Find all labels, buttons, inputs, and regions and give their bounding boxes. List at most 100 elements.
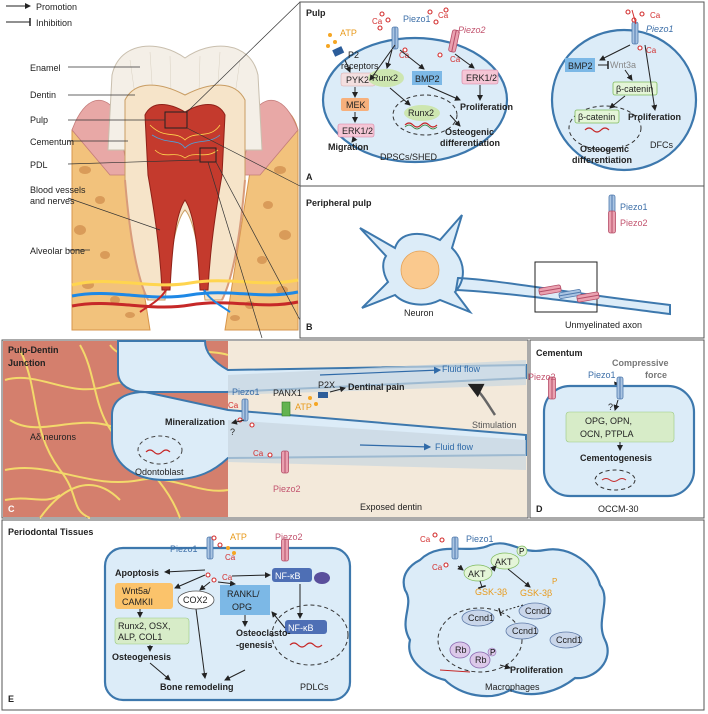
- label-alveolar-bone: Alveolar bone: [30, 246, 85, 256]
- dpsc-ca-label: Ca: [372, 17, 383, 26]
- dpsc-erk-left: ERK1/2: [342, 126, 373, 136]
- akt-2: AKT: [495, 557, 513, 567]
- dfc-differentiation: differentiation: [572, 155, 632, 165]
- dpsc-erk-right: ERK1/2: [466, 73, 497, 83]
- mek-label: MEK: [346, 100, 366, 110]
- label-pdl: PDL: [30, 160, 48, 170]
- akt-phospho: P: [519, 547, 524, 556]
- panel-c: Fluid flow Odontoblast Fluid flow Pulp-D…: [1, 339, 529, 519]
- pdlc-piezo2-label: Piezo2: [275, 532, 303, 542]
- label-pulp: Pulp: [30, 115, 48, 125]
- beta-catenin-top: β-catenin: [616, 84, 653, 94]
- ccnd1-a: Ccnd1: [525, 606, 551, 616]
- dpsc-bmp2: BMP2: [415, 74, 440, 84]
- dfc-piezo1-channel: [631, 21, 639, 45]
- legend: Promotion Inhibition: [6, 2, 77, 28]
- rb-phospho: P: [490, 648, 495, 657]
- dfc-proliferation: Proliferation: [628, 112, 681, 122]
- axon-label: Unmyelinated axon: [565, 320, 642, 330]
- panel-d-piezo1: Piezo1: [588, 370, 616, 380]
- panel-d-question: ?: [608, 402, 613, 412]
- dpsc-ca-label-2: Ca: [438, 11, 449, 20]
- runx2-top: Runx2: [372, 73, 398, 83]
- mineralization-label: Mineralization: [165, 417, 225, 427]
- legend-piezo1: Piezo1: [620, 202, 648, 212]
- panel-c-question: ?: [230, 427, 235, 437]
- fluid-flow-bottom: Fluid flow: [435, 442, 474, 452]
- panx1-label: PANX1: [273, 388, 302, 398]
- a-delta-neurons: Aδ neurons: [30, 432, 77, 442]
- dpsc-osteogenic: Osteogenic: [445, 127, 494, 137]
- panel-a-letter: A: [306, 172, 313, 182]
- osteogenesis: Osteogenesis: [112, 652, 171, 662]
- exposed-dentin: Exposed dentin: [360, 502, 422, 512]
- alp-col1: ALP, COL1: [118, 632, 162, 642]
- odontoblast-piezo1: [241, 398, 249, 422]
- macrophage-label: Macrophages: [485, 682, 540, 692]
- stimulation-label: Stimulation: [472, 420, 517, 430]
- bone-remodeling: Bone remodeling: [160, 682, 234, 692]
- dfc-osteogenic: Osteogenic: [580, 144, 629, 154]
- panel-c-ca-2: Ca: [253, 449, 264, 458]
- neuron-nucleus: [400, 250, 440, 290]
- ccnd1-c: Ccnd1: [556, 635, 582, 645]
- legend-inhibition: Inhibition: [36, 18, 72, 28]
- dfc-ca-inner: Ca: [646, 46, 657, 55]
- proteins-line2: OCN, PTPLA: [580, 429, 634, 439]
- runx2-nucleus: Runx2: [408, 108, 434, 118]
- dfc-nucleus: [568, 105, 642, 151]
- dpsc-ca-inner-2: Ca: [450, 55, 461, 64]
- migration-label: Migration: [328, 142, 369, 152]
- panel-b-letter: B: [306, 322, 313, 332]
- panel-d: Cementum Compressive force ? Piezo2 Piez…: [528, 339, 705, 519]
- neuron-label: Neuron: [404, 308, 434, 318]
- gsk-1: GSK-3β: [475, 587, 507, 597]
- legend-piezo2-icon: [608, 210, 616, 234]
- panel-c-letter: C: [8, 504, 15, 514]
- cementum-piezo1: [616, 376, 624, 400]
- tooth-illustration: [67, 1, 301, 339]
- mac-piezo1: [451, 536, 459, 560]
- mac-proliferation: Proliferation: [510, 665, 563, 675]
- panel-c-piezo2: Piezo2: [273, 484, 301, 494]
- rankl-line1: RANKL/: [227, 589, 260, 599]
- label-dentin: Dentin: [30, 90, 56, 100]
- gsk-phospho: P: [552, 577, 557, 586]
- nfkb-nucleus: NF-κB: [288, 623, 314, 633]
- neuron-shape: [359, 214, 671, 316]
- dentinal-pain: Dentinal pain: [348, 382, 405, 392]
- panel-e: Periodontal Tissues E Piezo1 Piezo2 ATP …: [1, 519, 705, 711]
- dfc-cell-label: DFCs: [650, 140, 673, 150]
- osteoclasto-1: Osteoclasto-: [236, 628, 291, 638]
- panel-c-ca: Ca: [228, 401, 239, 410]
- panel-b-title: Peripheral pulp: [306, 198, 372, 208]
- panel-d-title: Cementum: [536, 348, 583, 358]
- receptors-label: receptors: [341, 61, 379, 71]
- panel-c-title-1: Pulp-Dentin: [8, 345, 59, 355]
- rb-1: Rb: [455, 645, 467, 655]
- force-label: force: [645, 370, 667, 380]
- panel-a: Pulp A Piezo1 Piezo2 Ca Ca Ca Ca ATP P2 …: [299, 1, 705, 187]
- ccnd1-nucleus: Ccnd1: [468, 613, 494, 623]
- ccnd1-b: Ccnd1: [512, 626, 538, 636]
- dpsc-cell-label: DPSCs/SHED: [380, 152, 438, 162]
- nfkb-top: NF-κB: [275, 571, 301, 581]
- panel-c-piezo1: Piezo1: [232, 387, 260, 397]
- legend-promotion: Promotion: [36, 2, 77, 12]
- p2x-label: P2X: [318, 380, 335, 390]
- cementogenesis: Cementogenesis: [580, 453, 652, 463]
- dpsc-proliferation: Proliferation: [460, 102, 513, 112]
- panel-b: Peripheral pulp B Piezo1 Piezo2 Neuron U…: [299, 185, 705, 339]
- runx2-osx: Runx2, OSX,: [118, 621, 171, 631]
- dpsc-ca-inner: Ca: [399, 51, 410, 60]
- cox2: COX2: [183, 595, 208, 605]
- label-and-nerves: and nerves: [30, 196, 75, 206]
- dfc-ca-label: Ca: [650, 11, 661, 20]
- panel-d-piezo2: Piezo2: [528, 372, 556, 382]
- panel-c-title-2: Junction: [8, 358, 46, 368]
- pdlc-piezo1-label: Piezo1: [170, 544, 198, 554]
- compressive-label: Compressive: [612, 358, 669, 368]
- pdlc-ca: Ca: [225, 553, 236, 562]
- mac-ca-inner: Ca: [432, 563, 443, 572]
- pyk2-label: PYK2: [346, 75, 369, 85]
